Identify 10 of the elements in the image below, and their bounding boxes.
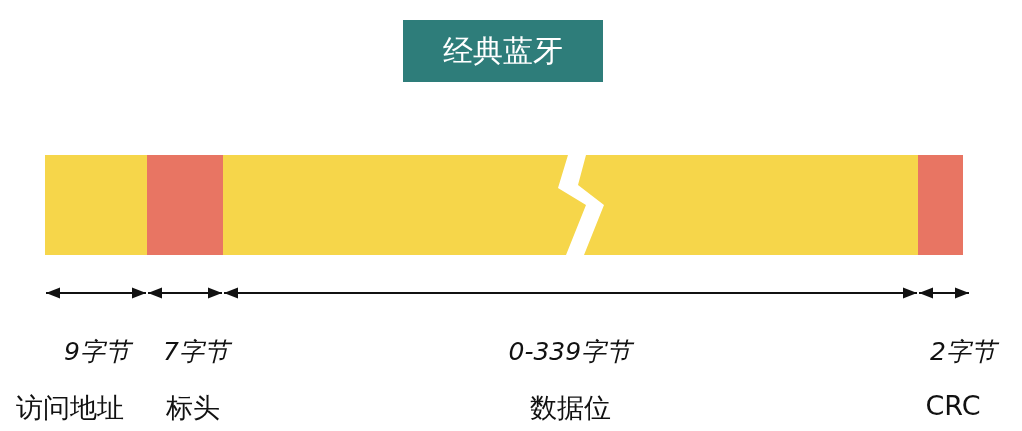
field-name: 数据位 [529, 391, 611, 425]
broken-packet-field-bar [223, 155, 918, 255]
packet-field-bar [45, 155, 147, 255]
field-name: CRC [925, 390, 981, 421]
byte-count: 0-339字节 [508, 336, 632, 368]
field-name: 访问地址 [16, 391, 124, 425]
packet-field-bar [918, 155, 963, 255]
title-banner: 经典蓝牙 [403, 20, 603, 82]
packet-field-bar [147, 155, 223, 255]
field-name: 标头 [166, 391, 220, 425]
